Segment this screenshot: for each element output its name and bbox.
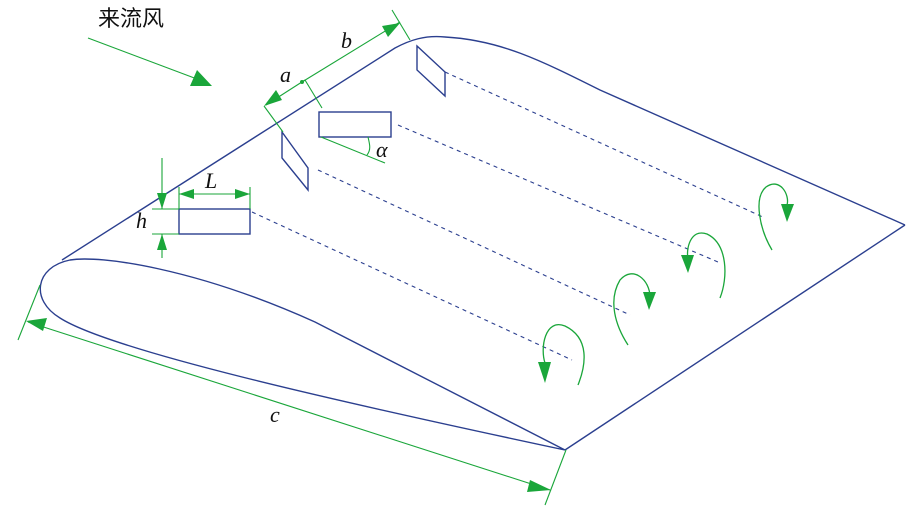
dimension-b-label: b xyxy=(341,28,352,53)
dimension-b xyxy=(300,9,411,84)
vortex-generator-plan-2 xyxy=(178,208,251,235)
alpha-label: α xyxy=(376,137,388,162)
vortex-generators xyxy=(178,44,446,235)
dimension-a xyxy=(263,79,323,133)
incoming-flow-arrow xyxy=(87,37,212,86)
vortex-generator-plan-1 xyxy=(318,111,392,138)
flow-label: 来流风 xyxy=(98,7,164,32)
dimension-a-label: a xyxy=(280,62,291,87)
dimension-c xyxy=(17,284,567,506)
vortex-swirl-2 xyxy=(613,273,656,346)
trailing-edge xyxy=(564,224,906,451)
dimension-l-label: L xyxy=(204,168,217,193)
vortex-swirl-3 xyxy=(681,232,726,299)
vortex-generator-upright-1 xyxy=(281,129,309,192)
leading-edge xyxy=(61,35,446,261)
dimension-h xyxy=(152,158,179,258)
vortex-generator-upright-2 xyxy=(416,44,446,98)
dimension-l xyxy=(178,187,251,209)
wing-tip-curve xyxy=(444,36,906,226)
dimension-c-label: c xyxy=(270,402,280,427)
vortex-swirl-1 xyxy=(538,324,585,386)
vortex-swirl-4 xyxy=(758,183,794,251)
vortex-paths xyxy=(251,71,766,361)
alpha-angle xyxy=(320,136,386,164)
dimension-h-label: h xyxy=(136,208,147,233)
wing-outline xyxy=(39,35,906,451)
airfoil-section xyxy=(39,258,566,451)
